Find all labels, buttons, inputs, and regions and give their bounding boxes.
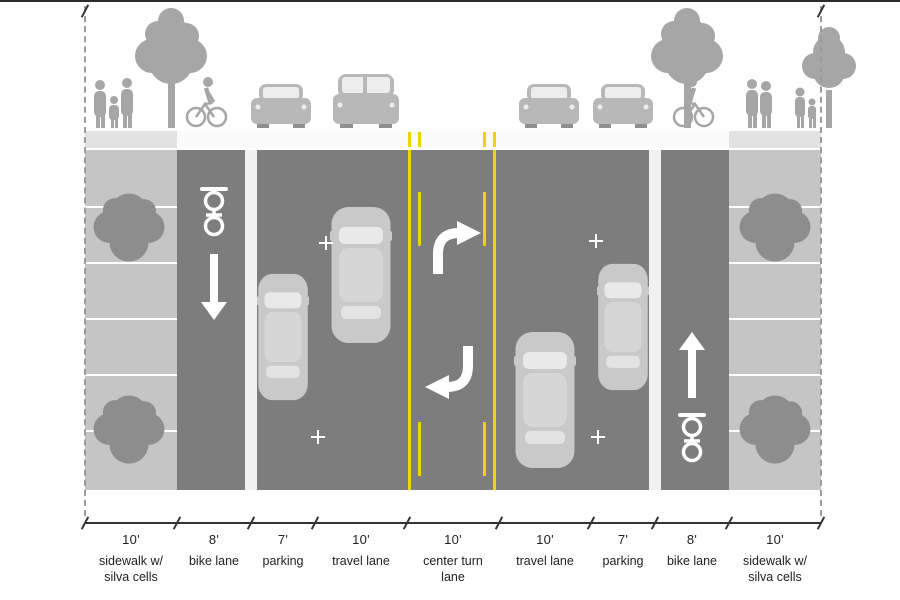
lane-stripe-right: [649, 150, 661, 490]
lane-name-line2: lane: [441, 570, 465, 585]
lane-name-line2: silva cells: [748, 570, 802, 585]
section-cut-line-right: [820, 6, 822, 516]
lane-width-label: 7': [617, 532, 629, 547]
lane-name-label: bike lane: [630, 553, 754, 569]
lane-width-label: 8': [208, 532, 220, 547]
lane-width-label: 10': [352, 532, 370, 547]
lane-name-line1: bike lane: [666, 554, 718, 568]
yellow-line-tick: [493, 132, 496, 147]
car-top-icon: [330, 207, 392, 343]
paver-joint: [729, 374, 821, 376]
curb-band-right: [729, 131, 821, 148]
lane-width-label: 10': [122, 532, 140, 547]
car-front-icon: [251, 84, 311, 128]
yellow-line-dash: [483, 192, 486, 246]
lane-name-label: bike lane: [152, 553, 276, 569]
lane-name-label: parking: [221, 553, 345, 569]
lane-width-label: 8': [686, 532, 698, 547]
lane-width-label: 10': [766, 532, 784, 547]
lane-name-line1: travel lane: [516, 554, 574, 568]
lane-stripe-left: [245, 150, 257, 490]
bike-symbol-icon: [678, 413, 706, 463]
yellow-line-dash: [418, 192, 421, 246]
lane-width-label: 10': [536, 532, 554, 547]
car-front-icon: [593, 84, 653, 128]
tree-icon: [651, 8, 723, 128]
paver-joint: [85, 318, 177, 320]
cyclist-icon: [185, 77, 228, 128]
yellow-line-tick: [483, 132, 486, 147]
pedestrians-icon: [94, 78, 133, 128]
section-cut-line-left: [84, 6, 86, 516]
lane-arrow-up-icon: [688, 350, 696, 398]
lane-name-line1: parking: [262, 554, 304, 568]
lane-name-label: parking: [561, 553, 685, 569]
turn-arrow-right-icon: [433, 221, 481, 274]
ground-line: [0, 0, 900, 2]
curb-band-left: [85, 131, 177, 148]
elevation-view: [94, 8, 856, 128]
yellow-line-tick: [408, 132, 411, 147]
yellow-line-solid: [493, 150, 496, 490]
lane-name-label: center turn lane: [391, 553, 515, 586]
lane-name-line2: silva cells: [104, 570, 158, 585]
yellow-line-dash: [483, 422, 486, 476]
tree-icon: [135, 8, 207, 128]
lane-arrow-up-head-icon: [679, 332, 705, 350]
survey-cross-icon: [589, 234, 603, 248]
tree-canopy-icon: [739, 193, 811, 262]
survey-cross-icon: [311, 430, 325, 444]
dimension-line: [85, 522, 821, 524]
survey-cross-icon: [591, 430, 605, 444]
tree-canopy-icon: [739, 395, 811, 464]
lane-name-line1: bike lane: [188, 554, 240, 568]
cyclist-icon: [672, 77, 715, 128]
paver-joint: [85, 262, 177, 264]
lane-name-line1: parking: [602, 554, 644, 568]
survey-cross-icon: [319, 236, 333, 250]
paver-joint: [729, 262, 821, 264]
lane-width-label: 7': [277, 532, 289, 547]
yellow-line-solid: [408, 150, 411, 490]
car-front-icon: [519, 84, 579, 128]
pedestrians-icon: [746, 79, 816, 128]
lane-arrow-down-head-icon: [201, 302, 227, 320]
lane-name-line1: sidewalk w/: [743, 554, 807, 568]
lane-name-label: travel lane: [299, 553, 423, 569]
paver-joint: [729, 318, 821, 320]
lane-name-line1: center turn: [423, 554, 483, 568]
lane-width-label: 10': [444, 532, 462, 547]
parked-car-top-icon: [257, 273, 309, 401]
parked-car-top-icon: [597, 263, 649, 391]
lane-name-label: sidewalk w/ silva cells: [69, 553, 193, 586]
car-top-icon: [514, 332, 576, 468]
suv-front-icon: [333, 74, 399, 128]
lane-name-label: travel lane: [483, 553, 607, 569]
plan-view: [85, 150, 821, 490]
yellow-line-dash: [418, 422, 421, 476]
tree-canopy-icon: [93, 395, 165, 464]
tree-canopy-icon: [93, 193, 165, 262]
paver-joint: [85, 374, 177, 376]
curb-band-street: [177, 131, 729, 148]
yellow-line-tick: [418, 132, 421, 147]
lane-name-label: sidewalk w/ silva cells: [713, 553, 837, 586]
lane-name-line1: sidewalk w/: [99, 554, 163, 568]
lane-arrow-down-icon: [210, 254, 218, 302]
lane-name-line1: travel lane: [332, 554, 390, 568]
turn-arrow-left-icon: [425, 346, 473, 399]
bike-symbol-icon: [200, 187, 228, 237]
